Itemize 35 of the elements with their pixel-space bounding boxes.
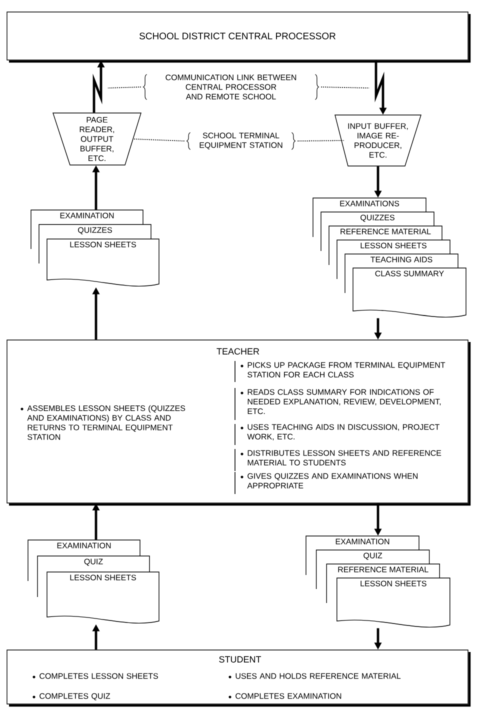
document-sheet: EXAMINATION xyxy=(306,536,420,550)
leader-line xyxy=(320,86,370,88)
document-sheet: QUIZZES xyxy=(320,212,434,226)
document-sheet: EXAMINATION xyxy=(30,210,144,225)
document-sheet: REFERENCE MATERIAL xyxy=(326,564,440,578)
bullet-item: PICKS UP PACKAGE FROM TERMINAL EQUIPMENT STATION FOR EACH CLASS xyxy=(240,362,446,378)
process-box xyxy=(6,340,471,506)
leader-line xyxy=(108,86,142,88)
trapezoid-box: PAGE READER, OUTPUT BUFFER, ETC. xyxy=(52,112,142,166)
process-box: SCHOOL DISTRICT CENTRAL PROCESSOR xyxy=(6,12,471,63)
bullet-item: COMPLETES QUIZ xyxy=(32,693,110,700)
document-sheet: QUIZ xyxy=(37,556,150,572)
bullet-item: COMPLETES LESSON SHEETS xyxy=(32,673,158,679)
bullet-item: COMPLETES EXAMINATION xyxy=(228,693,342,699)
bullet-item: GIVES QUIZZES AND EXAMINATIONS WHEN APPROPRIATE xyxy=(240,473,418,488)
trapezoid-box: INPUT BUFFER, IMAGE RE- PRODUCER, ETC. xyxy=(334,114,422,166)
heading: TEACHER xyxy=(216,348,260,355)
bullet-item: DISTRIBUTES LESSON SHEETS AND REFERENCE MATERIAL TO STUDENTS xyxy=(240,450,442,466)
document-sheet: EXAMINATIONS xyxy=(312,198,426,212)
bullet-item: USES TEACHING AIDS IN DISCUSSION, PROJECT WORK, ETC. xyxy=(240,424,440,440)
document-sheet: REFERENCE MATERIAL xyxy=(328,226,442,240)
bracketed-callout: SCHOOL TERMINAL EQUIPMENT STATION xyxy=(186,132,296,150)
document-sheet: TEACHING AIDS xyxy=(344,254,458,268)
document-sheet: EXAMINATION xyxy=(28,540,140,556)
bullet-item: USES AND HOLDS REFERENCE MATERIAL xyxy=(228,673,401,679)
heading: STUDENT xyxy=(219,656,262,663)
document-sheet: QUIZ xyxy=(316,550,430,564)
process-box xyxy=(6,650,471,707)
document-sheet: LESSON SHEETS xyxy=(336,240,450,254)
bullet-item: READS CLASS SUMMARY FOR INDICATIONS OF NEEDED EXPLANATION, REVIEW, DEVELOPMENT, ETC. xyxy=(240,389,441,414)
document-sheet: QUIZZES xyxy=(38,224,152,240)
leader-line xyxy=(132,138,185,142)
bullet-item: ASSEMBLES LESSON SHEETS (QUIZZES AND EXAMINATIONS) BY CLASS AND RETURNS TO TERMINAL EQUIPMENT STATION xyxy=(20,405,186,440)
bracketed-callout: COMMUNICATION LINK BETWEEN CENTRAL PROCESSOR AND REMOTE SCHOOL xyxy=(143,74,319,100)
leader-line xyxy=(297,140,344,142)
